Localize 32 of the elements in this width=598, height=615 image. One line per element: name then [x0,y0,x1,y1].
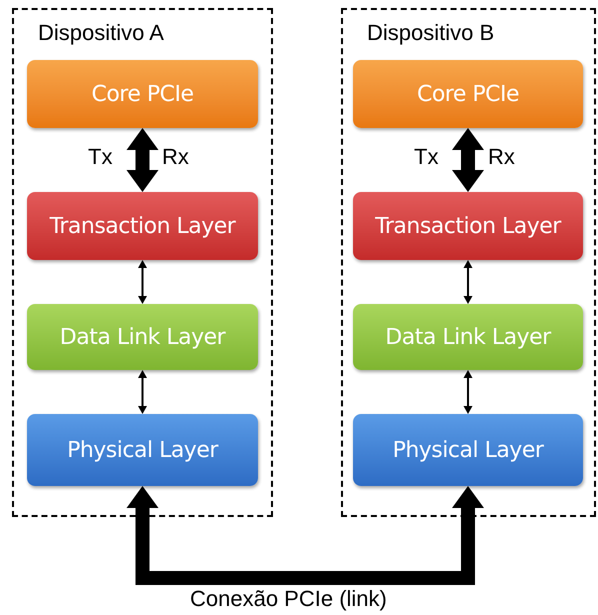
layer-box [353,414,583,486]
layer-label: Physical Layer [67,436,218,464]
signal-label: Rx [162,146,189,168]
layer-box [353,60,583,128]
layer-label: Core PCIe [91,80,194,108]
device-frame [12,8,273,517]
arrow [126,128,158,192]
layer-box [27,414,258,486]
edge-label: Conexão PCIe (link) [190,588,387,610]
device-heading: Dispositivo B [367,22,494,44]
signal-label: Tx [88,146,112,168]
arrow [126,486,484,585]
signal-label: Tx [414,146,438,168]
layer-box [27,60,258,128]
signal-label: Rx [488,146,515,168]
layer-label: Data Link Layer [385,324,551,352]
device-heading: Dispositivo A [38,22,164,44]
arrow [464,370,472,414]
arrow [138,260,147,304]
layer-label: Physical Layer [392,436,544,464]
arrow [138,370,147,414]
layer-label: Core PCIe [416,80,520,108]
layer-box [353,192,583,260]
layer-label: Transaction Layer [50,212,236,240]
layer-box [27,192,258,260]
layer-box [353,304,583,370]
arrow [452,128,484,192]
device-frame [341,8,596,517]
layer-label: Data Link Layer [60,324,226,352]
layer-label: Transaction Layer [375,212,561,240]
layer-box [27,304,258,370]
arrow [464,260,472,304]
